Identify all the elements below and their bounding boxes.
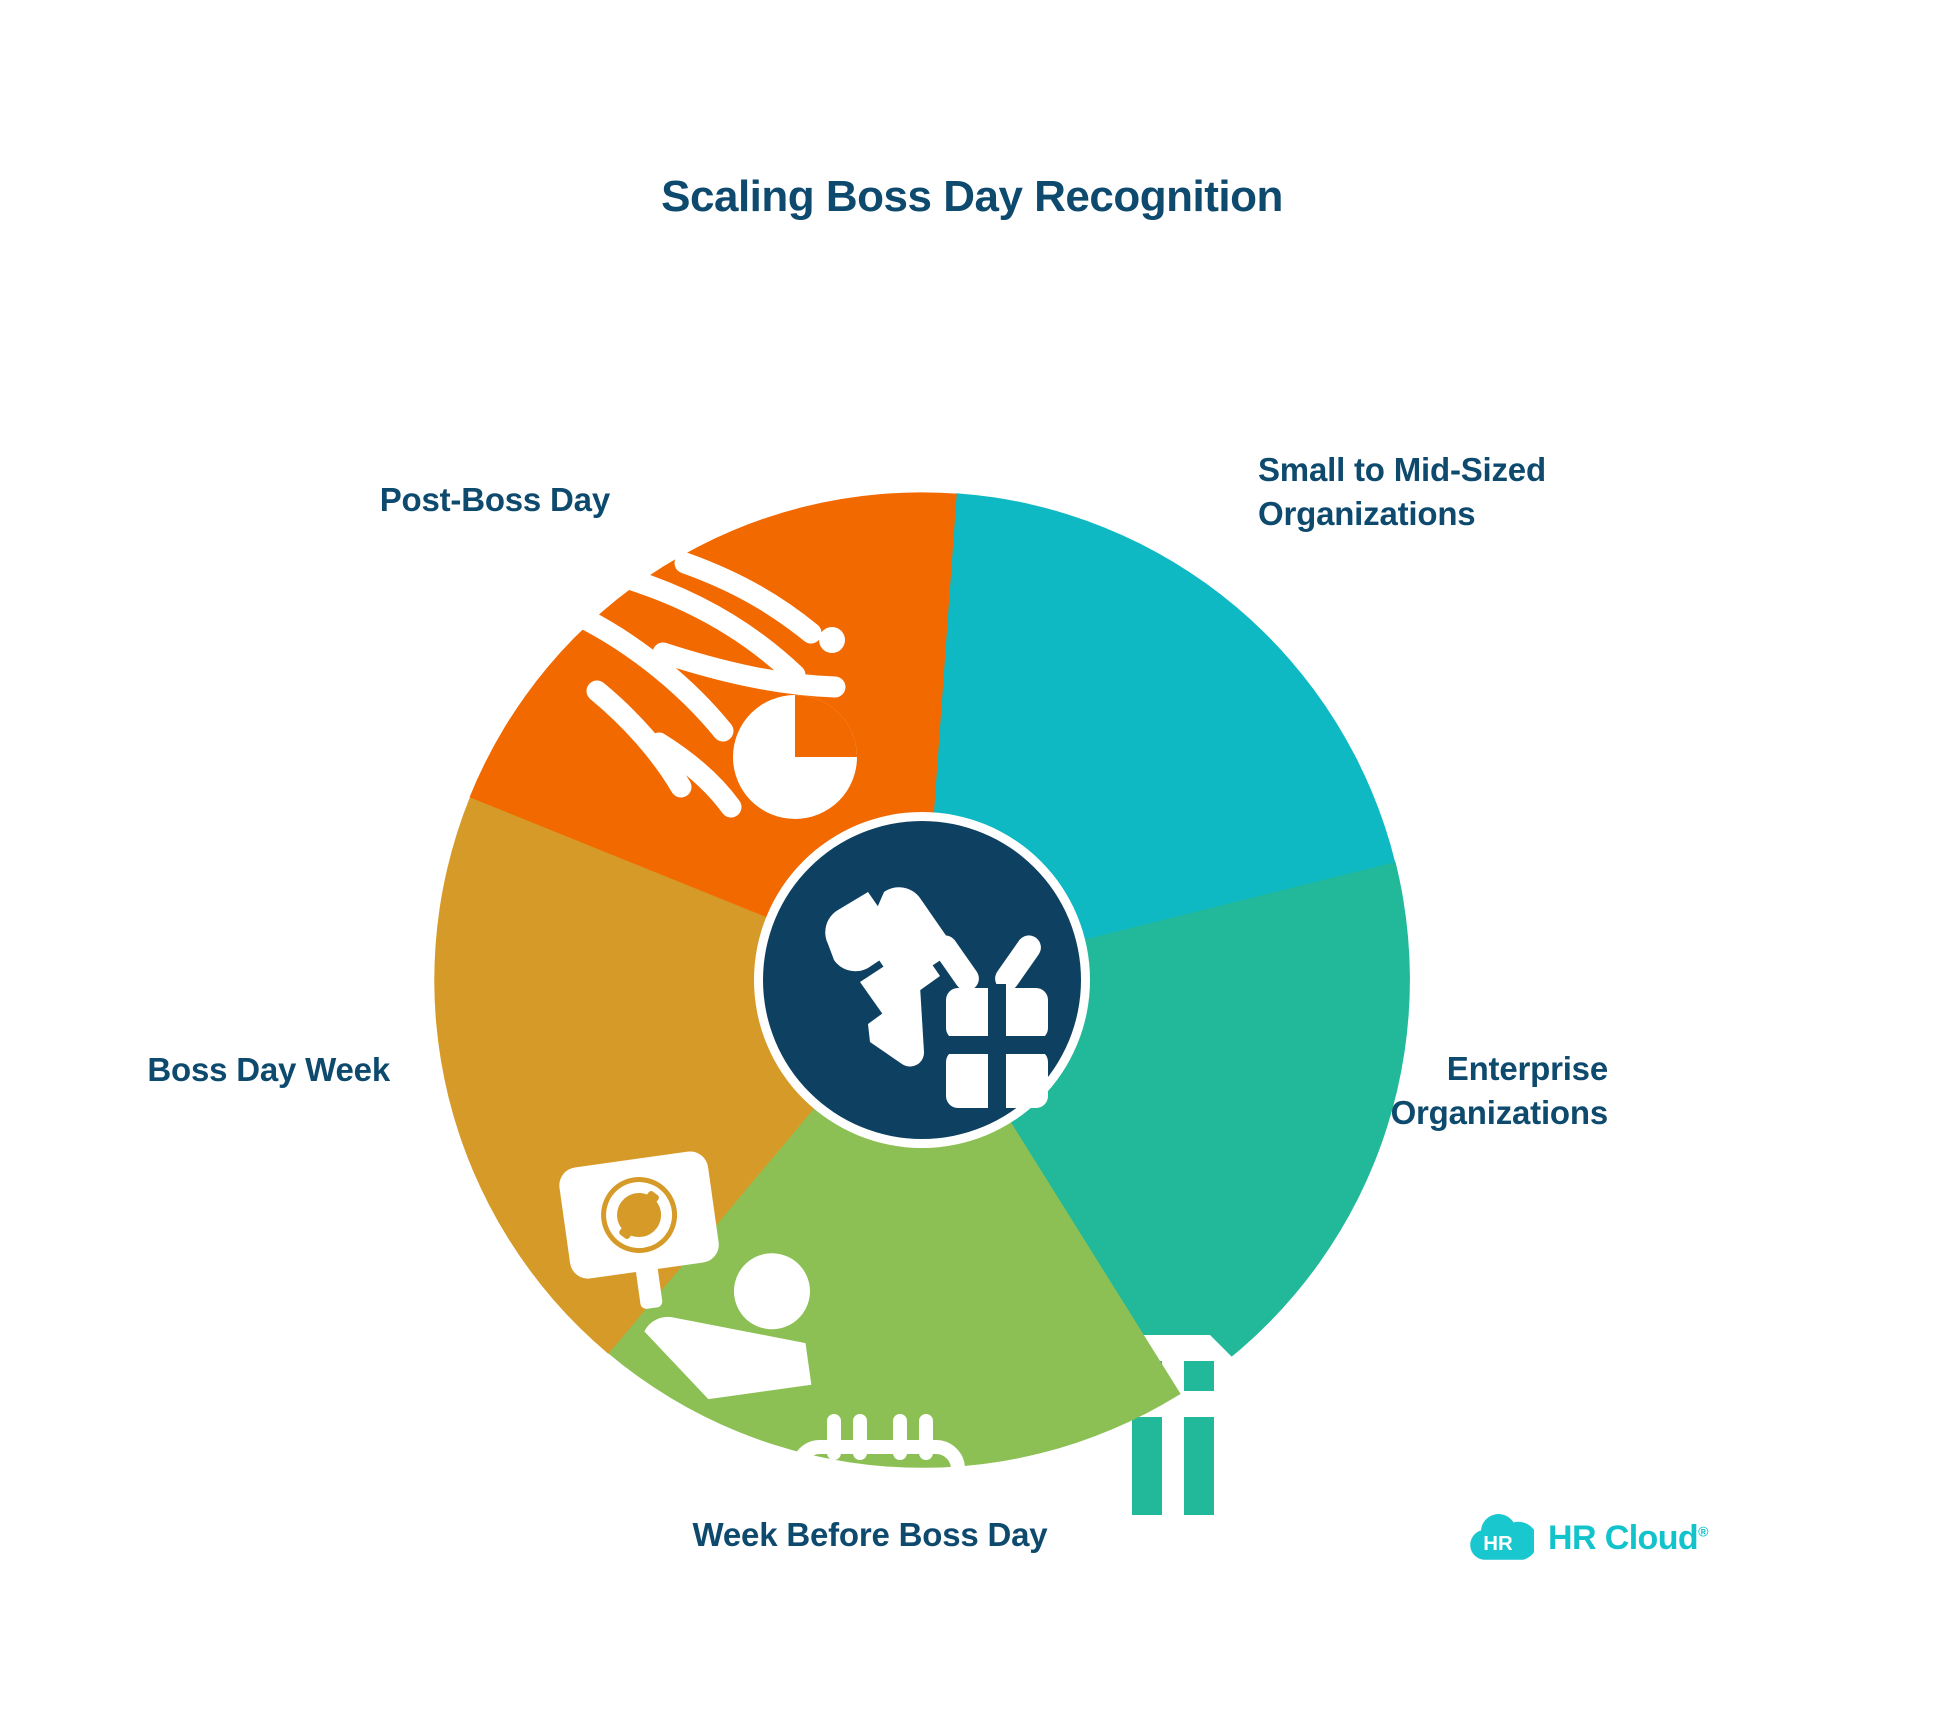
segment-boss-day-week[interactable] [252,681,923,1416]
label-line-2: Organizations [1390,1093,1609,1131]
cloud-mark-text: HR [1483,1533,1513,1555]
label-line-2: Organizations [1258,494,1476,532]
ribbon-award-icon [825,887,956,1067]
wheel-svg [252,366,1508,1640]
label-small-to-mid-sized-organizations: Small to Mid-Sized Organizations [1258,448,1658,536]
gift-box-icon [933,935,1052,1112]
segment-post-boss-day[interactable] [469,366,1096,981]
brand-wordmark-text: HR Cloud [1548,1518,1699,1557]
person-holding-sign-icon [559,1151,812,1400]
radial-wheel-diagram [252,366,1508,1640]
label-post-boss-day: Post-Boss Day [379,481,611,518]
label-line-1: Small to Mid-Sized [1258,451,1546,488]
label-enterprise-organizations: Enterprise Organizations [1130,1047,1609,1135]
analytics-speed-pie-icon [574,552,857,819]
pie-chart-glyph [733,695,857,819]
trademark-symbol: ® [1698,1523,1708,1540]
label-line-1: Enterprise [1446,1050,1608,1087]
page-title: Scaling Boss Day Recognition [661,172,1283,221]
brand-wordmark: HR Cloud® [1548,1519,1708,1558]
hr-cloud-logo: HR HR Cloud® [1466,1500,1726,1576]
center-hub[interactable] [754,812,1090,1148]
cloud-icon: HR [1470,1514,1534,1560]
label-week-before-boss-day: Week Before Boss Day [692,1516,1048,1553]
label-boss-day-week: Boss Day Week [147,1051,390,1088]
